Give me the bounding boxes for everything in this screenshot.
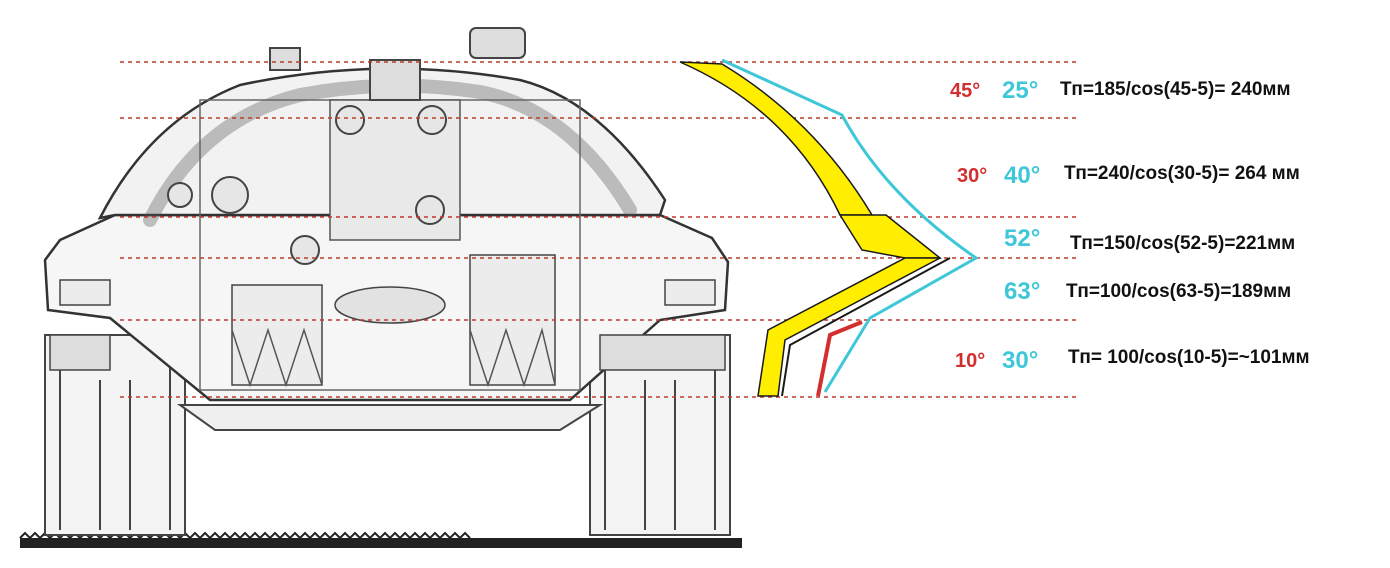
red-angle-1: 45°	[950, 80, 981, 102]
cyan-profile-line	[721, 58, 979, 393]
yellow-plate-mid	[838, 214, 943, 259]
red-angle-2: 30°	[957, 165, 988, 187]
cyan-angle-5: 30°	[1002, 347, 1039, 374]
red-angle-5: 10°	[955, 350, 986, 372]
yellow-plate-lower	[757, 257, 941, 397]
left-track	[44, 334, 186, 536]
formula-2: Тп=240/cos(30-5)= 264 мм	[1064, 163, 1300, 184]
cyan-angle-1: 25°	[1002, 77, 1039, 104]
hull	[43, 27, 730, 431]
guide-lines	[120, 61, 1080, 398]
cyan-angle-4: 63°	[1004, 278, 1041, 305]
armor-profile	[679, 58, 979, 397]
formula-5: Тп= 100/cos(10-5)=~101мм	[1068, 347, 1310, 368]
cyan-angle-3: 52°	[1004, 225, 1041, 252]
black-line	[781, 257, 951, 397]
formula-4: Тп=100/cos(63-5)=189мм	[1066, 281, 1292, 302]
formula-3: Тп=150/cos(52-5)=221мм	[1070, 233, 1296, 254]
cyan-angle-2: 40°	[1004, 162, 1041, 189]
red-profile-line	[816, 320, 863, 397]
formula-1: Тп=185/cos(45-5)= 240мм	[1060, 79, 1291, 100]
